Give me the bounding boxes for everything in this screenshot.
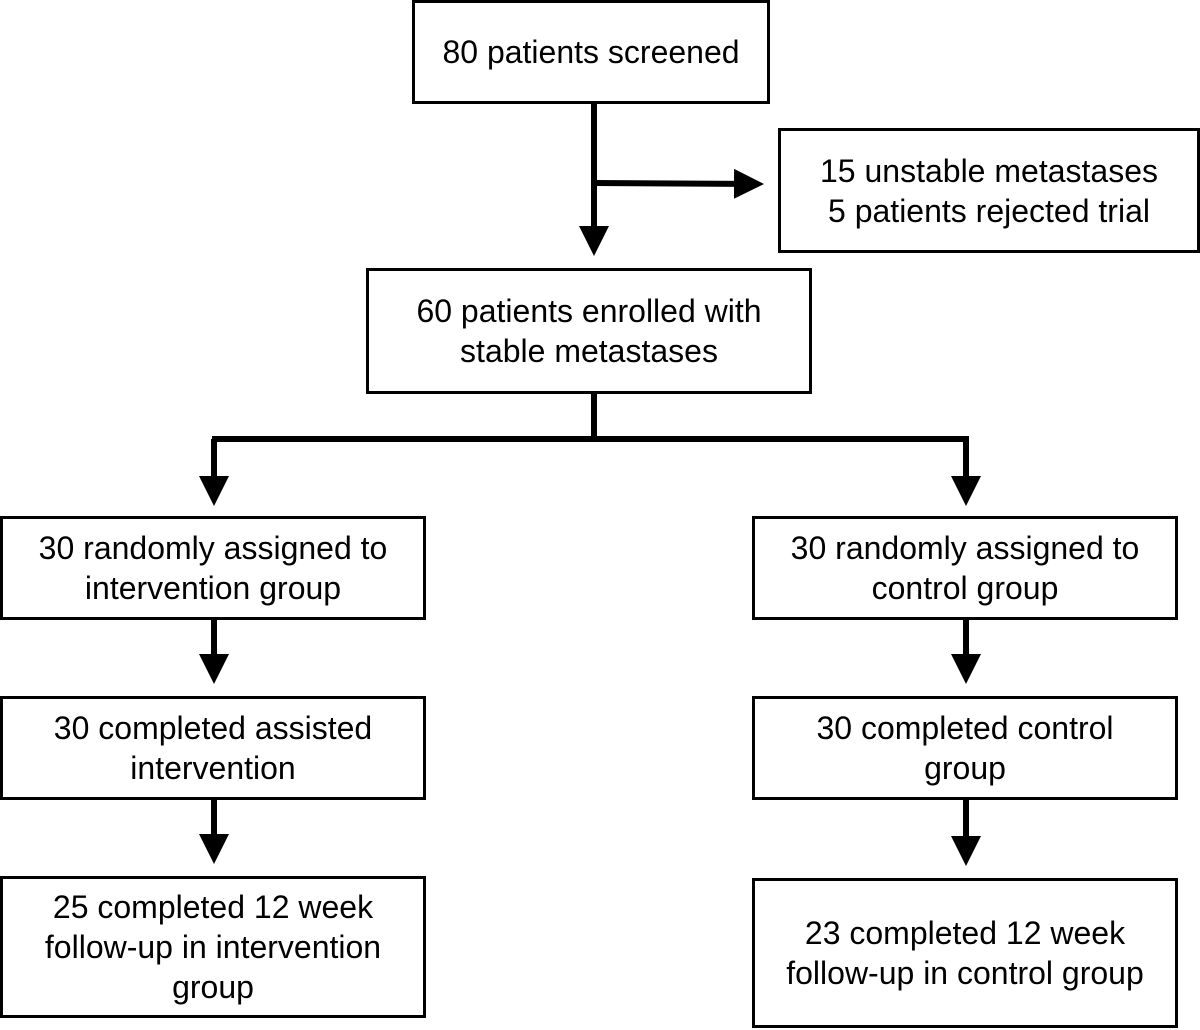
control-assigned-line-1: 30 randomly assigned to — [790, 530, 1140, 566]
intervention-assigned-line-1: 30 randomly assigned to — [38, 530, 388, 566]
control-assigned-box: 30 randomly assigned to control group — [752, 516, 1178, 620]
intervention-assigned-box: 30 randomly assigned to intervention gro… — [0, 516, 426, 620]
intervention-followup-line-1: 25 completed 12 week — [52, 889, 374, 925]
control-completed-line-2: group — [924, 750, 1006, 786]
control-completed-box: 30 completed control group — [752, 696, 1178, 800]
intervention-followup-line-3: group — [172, 969, 254, 1005]
screened-box: 80 patients screened — [412, 0, 770, 104]
intervention-completed-line-1: 30 completed assisted — [53, 710, 373, 746]
intervention-followup-line-2: follow-up in intervention — [44, 929, 382, 965]
control-followup-box: 23 completed 12 week follow-up in contro… — [752, 878, 1178, 1028]
control-completed-line-1: 30 completed control — [816, 710, 1114, 746]
enrolled-line-2: stable metastases — [460, 333, 718, 369]
intervention-completed-line-2: intervention — [130, 750, 296, 786]
intervention-assigned-line-2: intervention group — [84, 570, 342, 606]
enrolled-line-1: 60 patients enrolled with — [416, 293, 762, 329]
control-followup-line-1: 23 completed 12 week — [804, 915, 1126, 951]
excluded-box: 15 unstable metastases 5 patients reject… — [778, 128, 1200, 253]
control-followup-line-2: follow-up in control group — [786, 955, 1144, 991]
excluded-line-2: 5 patients rejected trial — [828, 192, 1150, 229]
control-assigned-line-2: control group — [871, 570, 1059, 606]
excluded-line-1: 15 unstable metastases — [820, 152, 1158, 189]
intervention-completed-box: 30 completed assisted intervention — [0, 696, 426, 800]
enrolled-box: 60 patients enrolled with stable metasta… — [366, 268, 812, 394]
intervention-followup-box: 25 completed 12 week follow-up in interv… — [0, 876, 426, 1018]
arrow-to-excluded — [593, 168, 764, 199]
screened-line-1: 80 patients screened — [442, 34, 740, 70]
